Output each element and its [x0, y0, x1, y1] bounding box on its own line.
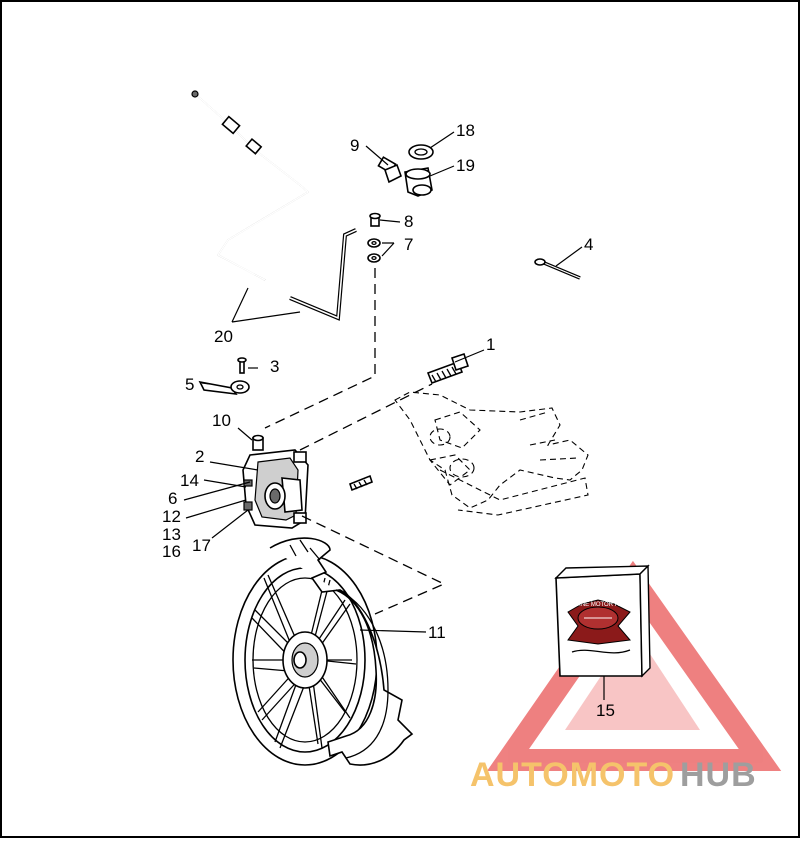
genuine-parts-badge: GENUINE MOTOR PARTS [554, 564, 651, 678]
rear-wheel [232, 537, 414, 766]
callout-5: 5 [185, 375, 194, 394]
callout-3: 3 [270, 357, 279, 376]
pin-bolt [349, 474, 373, 492]
banjo-fitting-group [377, 144, 434, 197]
watermark-text-primary: AUTOMOTO [470, 756, 675, 794]
assembly-lines [264, 268, 446, 615]
watermark-wordmark: AUTOMOTO HUB [470, 756, 757, 794]
watermark-text-secondary: HUB [680, 756, 757, 794]
callout-20: 20 [214, 327, 233, 346]
callout-1: 1 [486, 335, 495, 354]
banjo-fitting [404, 167, 433, 197]
callout-18: 18 [456, 121, 475, 140]
callout-4: 4 [584, 235, 593, 254]
callout-6: 6 [168, 489, 177, 508]
watermark-triangle-inner [565, 628, 700, 730]
caliper-bolt [426, 352, 470, 385]
badge-text: GENUINE MOTOR PARTS [562, 602, 634, 608]
callout-8: 8 [404, 212, 413, 231]
callout-14: 14 [180, 471, 199, 490]
callout-11: 11 [428, 623, 446, 642]
genuine-motor-parts-logo: GENUINE MOTOR PARTS [562, 599, 634, 645]
leader-lines [183, 131, 605, 700]
cap [408, 144, 434, 160]
brake-caliper [242, 434, 309, 529]
callout-13: 13 [162, 525, 181, 544]
callout-10: 10 [212, 411, 231, 430]
brake-line [191, 90, 357, 321]
callout-15: 15 [596, 701, 615, 720]
cotter-pin [534, 258, 581, 280]
hardware-8-7 [367, 212, 381, 263]
swingarm-phantom [394, 391, 589, 516]
clip-screw [237, 357, 247, 374]
callout-labels: 1 2 3 4 5 6 7 8 9 10 11 12 13 14 15 16 1… [162, 121, 615, 720]
callout-17: 17 [192, 536, 211, 555]
callout-12: 12 [162, 507, 181, 526]
line-clip [198, 380, 250, 396]
callout-2: 2 [195, 447, 204, 466]
callout-7: 7 [404, 235, 413, 254]
callout-16: 16 [162, 542, 181, 561]
callout-9: 9 [350, 136, 359, 155]
bleeder-screw [377, 156, 402, 184]
callout-19: 19 [456, 156, 475, 175]
